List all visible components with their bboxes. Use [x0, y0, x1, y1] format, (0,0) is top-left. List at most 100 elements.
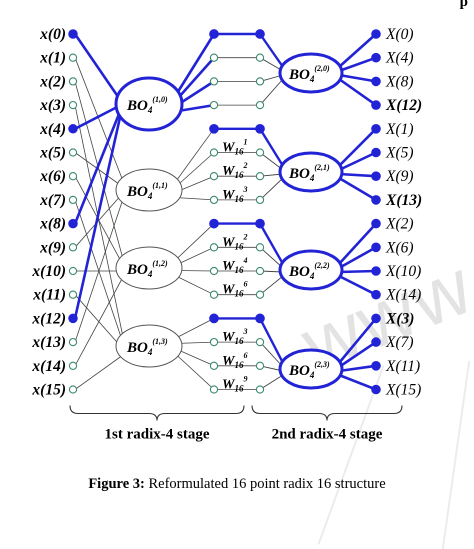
- middle-node-right: [255, 361, 265, 370]
- input-node: [68, 266, 78, 276]
- input-line: [74, 198, 124, 343]
- output-label: X(7): [385, 334, 414, 351]
- stage2-output-line: [337, 172, 378, 178]
- caption-text: Reformulated 16 point radix 16 structure: [144, 476, 386, 492]
- input-node: [68, 53, 78, 62]
- input-label: x(7): [39, 192, 66, 209]
- stage1-block-label: BO4(1,0): [126, 95, 168, 115]
- output-node: [371, 147, 381, 158]
- middle-node-left: [209, 195, 219, 205]
- middle-node-right: [255, 195, 265, 205]
- blocks-layer: [114, 52, 344, 390]
- input-label: x(14): [31, 358, 66, 375]
- highlight-input-line: [73, 102, 125, 225]
- middle-node-left: [209, 266, 219, 276]
- output-node: [371, 100, 381, 110]
- input-node: [68, 77, 78, 86]
- input-label: x(2): [39, 73, 66, 90]
- stage2-input-line: [258, 32, 285, 69]
- middle-node-right: [255, 53, 265, 62]
- input-line: [74, 354, 124, 390]
- stage2-output-line: [337, 77, 378, 107]
- stage1-block: [114, 76, 184, 132]
- output-label: X(14): [385, 287, 421, 304]
- output-node: [371, 361, 381, 371]
- input-label: x(4): [39, 121, 66, 138]
- output-label: X(8): [385, 73, 414, 90]
- input-line: [74, 192, 124, 248]
- middle-node-right: [255, 218, 265, 229]
- stage2-brace: [251, 405, 403, 421]
- block-output-line: [174, 152, 215, 188]
- stage2-input-line: [258, 317, 285, 365]
- stage2-input-line: [259, 177, 284, 201]
- stage2-output-line: [337, 127, 378, 168]
- stage1-block: [115, 168, 183, 212]
- input-label: x(11): [32, 287, 66, 304]
- block-output-line: [174, 275, 215, 296]
- caption-label: Figure 3:: [88, 476, 145, 492]
- middle-node-left: [209, 53, 219, 62]
- input-node-filled: [68, 124, 78, 134]
- output-node: [371, 266, 381, 276]
- stage2-block-label: BO4(2,2): [288, 261, 330, 281]
- twiddle-label: W161: [222, 138, 247, 157]
- output-label: X(12): [385, 97, 422, 114]
- output-label: X(9): [385, 168, 414, 185]
- middle-node-right: [255, 290, 265, 299]
- stage2-output-line: [337, 274, 378, 297]
- middle-node-right: [255, 172, 265, 181]
- butterfly-diagram: BO4(1,0)BO4(1,1)BO4(1,2)BO4(1,3)BO4(2,0)…: [31, 26, 422, 443]
- highlight-input-line: [73, 32, 125, 106]
- highlight-block-output-line: [173, 56, 216, 103]
- twiddle-label: W166: [222, 351, 247, 370]
- input-node: [68, 172, 78, 181]
- block-output-line: [174, 246, 215, 266]
- stage2-input-line: [258, 222, 285, 266]
- stage2-input-line: [259, 374, 284, 390]
- middle-node-left: [209, 290, 219, 299]
- middle-node-right: [255, 123, 265, 134]
- stage2-output-line: [337, 340, 378, 369]
- middle-node-left: [209, 337, 219, 347]
- output-node: [371, 171, 381, 181]
- input-line: [74, 57, 124, 182]
- stage1-block: [115, 324, 183, 368]
- stage2-output-line: [337, 32, 378, 69]
- middle-node-right: [255, 266, 265, 276]
- stage1-brace: [69, 405, 245, 421]
- block-output-line: [174, 197, 215, 201]
- output-node: [371, 29, 381, 39]
- output-node: [371, 76, 381, 87]
- middle-node-right: [255, 243, 265, 252]
- stage1-block-label: BO4(1,1): [126, 181, 168, 201]
- block-output-line: [174, 128, 215, 183]
- input-label: x(9): [39, 239, 66, 256]
- input-label: x(8): [39, 216, 66, 233]
- twiddle-label: W163: [222, 185, 247, 204]
- output-node: [371, 384, 381, 395]
- twiddle-label: W162: [222, 161, 247, 180]
- input-line: [74, 276, 124, 367]
- figure-caption: Figure 3: Reformulated 16 point radix 16…: [0, 476, 474, 493]
- input-label: x(15): [31, 382, 66, 399]
- input-label: x(0): [39, 26, 66, 43]
- output-node: [371, 124, 381, 134]
- stage2-input-line: [259, 78, 284, 106]
- stage2-block: [278, 249, 344, 291]
- stage2-input-line: [259, 246, 284, 269]
- input-node: [68, 337, 78, 347]
- middle-node-left: [209, 218, 219, 229]
- nodes-layer: [68, 29, 381, 395]
- output-node: [371, 52, 381, 63]
- middle-node-left: [209, 361, 219, 370]
- middle-node-right: [255, 77, 265, 86]
- twiddle-label: W163: [222, 327, 247, 346]
- middle-node-left: [209, 29, 219, 39]
- input-node-filled: [68, 313, 78, 324]
- input-line: [74, 152, 124, 188]
- output-label: X(13): [385, 192, 422, 209]
- input-label: x(13): [31, 334, 66, 351]
- output-label: X(2): [385, 216, 414, 233]
- output-node: [371, 313, 381, 324]
